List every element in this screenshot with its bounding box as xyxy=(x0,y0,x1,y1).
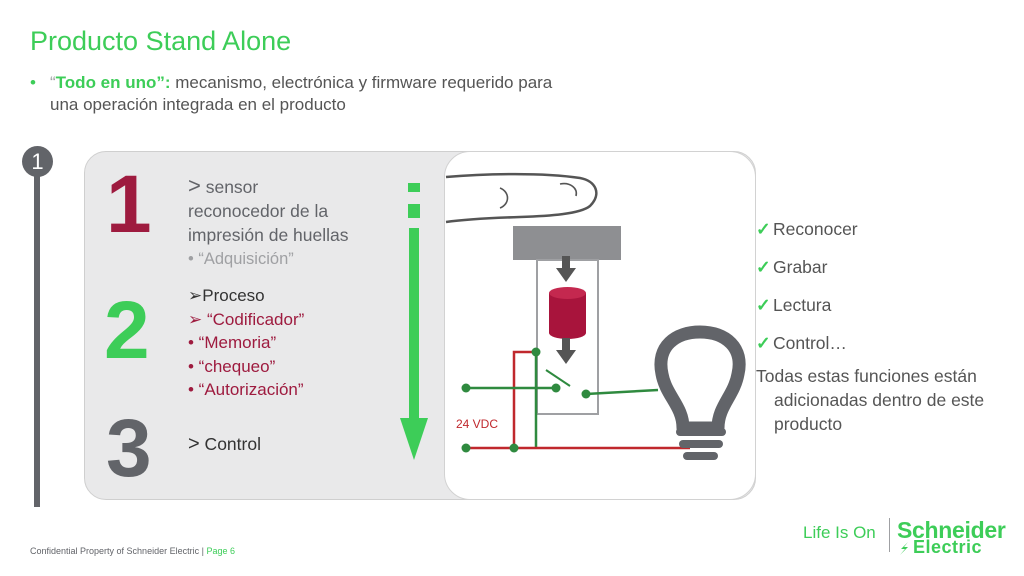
check-item: ✓Grabar xyxy=(756,248,1021,286)
relay-switch-icon xyxy=(545,369,571,387)
step1-line1: sensor xyxy=(200,177,259,197)
step2-item: ➢ “Codificador” xyxy=(188,309,305,329)
checkmark-icon: ✓ xyxy=(756,257,771,277)
brand-logo-icon xyxy=(900,542,908,555)
summary-text: Todas estas funciones están adicionadas … xyxy=(756,366,985,434)
brand-name: Schneider xyxy=(897,517,1006,543)
step-number-1: 1 xyxy=(106,159,152,250)
footer: Confidential Property of Schneider Elect… xyxy=(30,546,235,556)
voltage-label: 24 VDC xyxy=(456,417,498,431)
step-number-3: 3 xyxy=(106,403,152,494)
step2-text: ➢Proceso ➢ “Codificador” • “Memoria” • “… xyxy=(188,284,418,402)
tagline: Life Is On xyxy=(803,523,876,542)
slide-title: Producto Stand Alone xyxy=(30,26,292,56)
sensor-circuit-diagram: 24 VDC xyxy=(445,172,746,460)
subtitle-lead: Todo en uno”: xyxy=(55,73,171,92)
step2-head: ➢Proceso xyxy=(188,286,265,305)
step2-item: • “Autorización” xyxy=(188,380,304,399)
step1-text: > sensor reconocedor de la impresión de … xyxy=(188,174,408,271)
check-item-label: Reconocer xyxy=(773,219,858,239)
step1-line2: reconocedor de la xyxy=(188,201,329,221)
step1-marker: > xyxy=(188,173,201,198)
finger-icon xyxy=(445,172,598,224)
sensor-plate xyxy=(513,226,621,260)
check-item: ✓Reconocer xyxy=(756,210,1021,248)
subtitle-open-quote: “ xyxy=(50,73,56,92)
check-item-label: Lectura xyxy=(773,295,832,315)
step3-label: Control xyxy=(199,434,261,454)
step2-item: • “Memoria” xyxy=(188,333,277,352)
subtitle-rest: mecanismo, electrónica y firmware requer… xyxy=(170,73,553,92)
function-checklist: ✓Reconocer ✓Grabar ✓Lectura ✓Control… xyxy=(756,210,1021,362)
check-item: ✓Lectura xyxy=(756,286,1021,324)
checkmark-icon: ✓ xyxy=(756,219,771,239)
check-item: ✓Control… xyxy=(756,324,1021,362)
check-item-label: Control… xyxy=(773,333,847,353)
arrow-down-icon xyxy=(556,256,576,282)
step3-text: > Control xyxy=(188,432,261,456)
brand-name-line2: Electric xyxy=(913,537,983,557)
page-number: Page 6 xyxy=(206,546,235,556)
step1-sub: • “Adquisición” xyxy=(188,250,294,268)
wiring-icon xyxy=(461,347,690,453)
arrow-down-icon xyxy=(556,338,576,364)
subtitle-line2: una operación integrada en el producto xyxy=(50,95,346,114)
subtitle-bullet: • “Todo en uno”: mecanismo, electrónica y… xyxy=(30,72,670,116)
brand-divider xyxy=(889,518,890,552)
process-arrow-icon xyxy=(400,183,428,460)
checkmark-icon: ✓ xyxy=(756,295,771,315)
step-number-2: 2 xyxy=(104,285,150,376)
step3-marker: > xyxy=(188,433,200,455)
light-bulb-icon xyxy=(654,325,746,460)
step2-item: • “chequeo” xyxy=(188,356,276,376)
step-badge: 1 xyxy=(22,146,53,177)
timeline-bar xyxy=(34,176,40,507)
step1-line3: impresión de huellas xyxy=(188,225,349,245)
bullet-glyph: • xyxy=(30,73,36,92)
coil-icon xyxy=(549,287,586,339)
footer-text: Confidential Property of Schneider Elect… xyxy=(30,546,207,556)
check-item-label: Grabar xyxy=(773,257,828,277)
checkmark-icon: ✓ xyxy=(756,333,771,353)
